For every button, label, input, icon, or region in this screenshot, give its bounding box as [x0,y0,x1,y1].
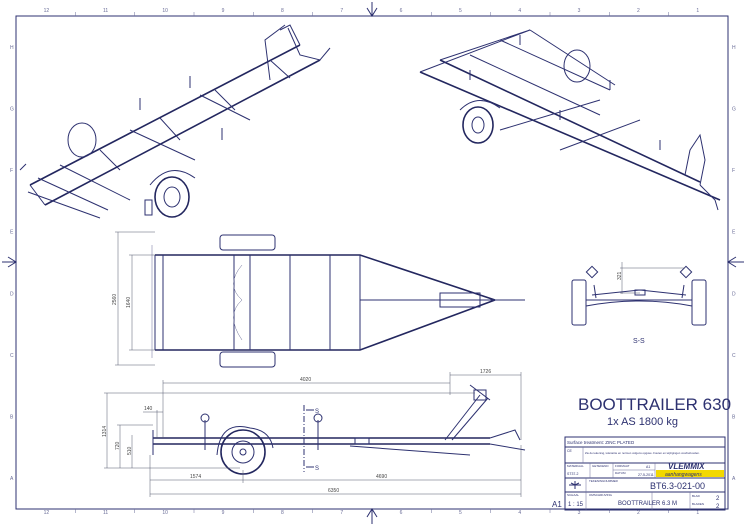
sheet-number: 2 [716,496,720,502]
row-zone-label: G [10,106,14,112]
column-zone-label: 9 [222,8,225,14]
column-zone-label: 5 [459,510,462,516]
row-zone-label: A [732,476,736,482]
sheets-label: BLADEN [692,502,704,506]
company-logo: VLEMMIX [668,462,705,471]
sheets-total: 2 [716,504,720,510]
scale-value: 1 : 15 [568,502,584,508]
column-zone-label: 6 [400,510,403,516]
dim-overall-length: 6350 [328,488,339,494]
column-zone-label: 11 [103,510,108,516]
column-zone-label: 3 [578,510,581,516]
column-zone-label: 2 [637,510,640,516]
projection-symbol-icon [569,481,581,489]
date-label: DATUM [615,471,626,475]
column-zone-label: 11 [103,8,108,14]
drawing-title: BOOTTRAILER 630 [578,395,731,414]
scale-label: SCHAAL [567,493,579,497]
dim-rear-offset: 140 [144,406,153,412]
drawing-subtitle: 1x AS 1800 kg [607,416,678,428]
dim-rear-to-axle: 1574 [190,474,201,480]
date-value: 27-5-2011 [638,473,654,477]
drawn-label: GETEKEND [592,464,609,468]
column-zone-label: 1 [696,510,699,516]
title-block: Surface treatment: ZINC PLATED CE Zie de… [564,436,726,511]
column-zone-label: 7 [340,8,343,14]
section-marker-top: S [315,409,319,415]
material-label: MATERIAAL [567,464,584,468]
designation-label: OMSCHRIJVING [589,493,613,497]
column-zone-label: 4 [518,510,521,516]
sheet-format-label: FORMAAT [615,464,630,468]
drawing-number-label: TEKENINGNUMMER [589,479,619,483]
surface-treatment: Surface treatment: ZINC PLATED [567,440,635,445]
brand-banner [656,470,724,477]
sheet-label: BLAD [692,494,701,498]
column-zone-label: 10 [162,510,168,516]
notes-text: Zie de tekening, tolerantie en normen vo… [585,451,700,455]
column-zone-label: 10 [162,8,168,14]
column-zone-label: 7 [340,510,343,516]
column-zone-label: 12 [44,510,50,516]
row-zone-label: E [732,230,736,236]
row-zone-label: C [732,353,736,359]
dim-top-overall-width: 2560 [112,294,118,305]
row-zone-label: F [10,168,13,174]
column-zone-label: 9 [222,510,225,516]
notes-label: CE [567,449,573,453]
designation-value: BOOTTRAILER 6.3 M [618,501,677,507]
dim-axle-to-hitch: 4690 [376,474,387,480]
plan-view: 2560 1640 [112,231,525,368]
row-zone-label: F [732,168,735,174]
column-zone-label: 8 [281,8,284,14]
section-view-s-s: 321 S-S [571,262,707,345]
sheet-format-value: A1 [646,465,650,469]
row-zone-label: D [732,291,736,297]
row-zone-label: B [732,415,736,421]
material-value: ST37-2 [567,472,579,476]
dim-top-frame-width: 1640 [126,297,132,308]
dim-length-to-winch: 4020 [300,377,311,383]
column-zone-label: 12 [44,8,50,14]
dim-axle-height: 510 [127,446,133,455]
company-subtitle: aanhangwagens [665,472,702,478]
column-zone-label: 5 [459,8,462,14]
row-zone-label: D [10,291,14,297]
row-zone-label: H [10,45,14,51]
column-zone-label: 2 [637,8,640,14]
dim-roller-height: 321 [617,271,623,280]
row-zone-label: A [10,476,14,482]
drawing-number: BT6.3-021-00 [650,481,705,491]
column-zone-label: 1 [696,8,699,14]
row-zone-label: E [10,230,14,236]
row-zone-label: H [732,45,736,51]
column-zone-label: 6 [400,8,403,14]
row-zone-label: G [732,106,736,112]
row-zone-label: B [10,415,14,421]
isometric-view-right [419,29,721,211]
dim-frame-height: 720 [115,441,121,450]
column-zone-label: 3 [578,8,581,14]
side-view: S S 4020 1726 1314 140 720 510 1574 4690… [102,369,526,497]
dim-winch-offset: 1726 [480,369,491,375]
isometric-view-left [19,24,331,219]
column-zone-label: 4 [518,8,521,14]
row-zone-label: C [10,353,14,359]
dim-overall-height: 1314 [102,426,108,437]
sheet-size: A1 [552,500,562,509]
column-zone-label: 8 [281,510,284,516]
section-marker-bottom: S [315,466,319,472]
section-label: S-S [633,338,645,345]
